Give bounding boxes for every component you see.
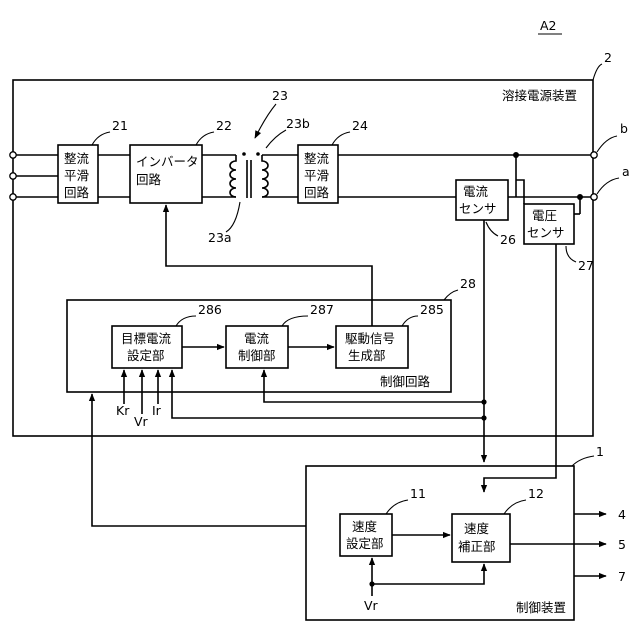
welding-power-supply-leader (593, 64, 602, 80)
figure-label: A2 (540, 18, 557, 33)
rectifier-21-leader (92, 132, 110, 145)
arrow-voltage-sensor-down (484, 244, 556, 492)
speed-setting-ref: 11 (410, 486, 426, 501)
arrow-vr-12 (372, 564, 484, 584)
rectifier-24-leader (332, 132, 350, 145)
control-circuit-title: 制御回路 (380, 374, 431, 389)
input-kr: Kr (116, 403, 130, 418)
control-device-leader (572, 456, 594, 466)
control-circuit-ref: 28 (460, 276, 476, 291)
rectifier-24-line1: 整流 (304, 151, 330, 166)
transformer-23-leader (255, 104, 276, 138)
arrow-285-inverter (166, 205, 372, 326)
terminal-a-leader (597, 178, 619, 194)
voltage-sensor-leader (566, 246, 576, 262)
inverter-22-ref: 22 (216, 118, 232, 133)
output-7: 7 (618, 569, 626, 584)
arrow-ir-286 (172, 370, 484, 418)
terminal-b-leader (597, 136, 617, 152)
rectifier-21-line3: 回路 (64, 185, 90, 200)
output-4: 4 (618, 507, 626, 522)
speed-setting-line1: 速度 (352, 519, 378, 534)
target-current-leader (176, 316, 196, 326)
terminal-b-label: b (620, 121, 628, 136)
vs-tap-b-2 (516, 180, 524, 204)
target-current-ref: 286 (198, 302, 222, 317)
terminal-b (591, 152, 597, 158)
speed-correction-ref: 12 (528, 486, 544, 501)
welding-power-supply-frame (13, 80, 593, 436)
welding-power-supply-title: 溶接電源装置 (502, 88, 577, 103)
control-device-vr-label: Vr (364, 598, 379, 613)
rectifier-21-line2: 平滑 (64, 168, 89, 183)
transformer-23-ref: 23 (272, 88, 288, 103)
inverter-22-line1: インバータ (136, 154, 199, 169)
control-device-title: 制御装置 (516, 600, 566, 615)
control-circuit-leader (444, 290, 458, 300)
rectifier-24-line3: 回路 (304, 185, 330, 200)
input-lines (16, 155, 58, 197)
rectifier-21-line1: 整流 (64, 151, 90, 166)
speed-correction-line1: 速度 (464, 521, 490, 536)
input-vr: Vr (134, 414, 149, 429)
transformer-23b-leader (266, 130, 286, 148)
current-sensor-line1: 電流 (463, 184, 489, 199)
transformer-23 (230, 152, 268, 198)
input-ir: Ir (152, 403, 162, 418)
target-current-line1: 目標電流 (121, 331, 172, 346)
current-control-line2: 制御部 (238, 348, 276, 363)
voltage-sensor-ref: 27 (578, 258, 594, 273)
current-control-ref: 287 (310, 302, 334, 317)
inverter-22-line2: 回路 (136, 172, 162, 187)
current-sensor-leader (486, 222, 498, 236)
drive-signal-ref: 285 (420, 302, 444, 317)
welding-power-supply-ref: 2 (604, 50, 612, 65)
current-control-line1: 電流 (244, 331, 270, 346)
output-5: 5 (618, 537, 626, 552)
target-current-line2: 設定部 (127, 348, 165, 363)
transformer-23b-ref: 23b (286, 116, 310, 131)
rectifier-24-line2: 平滑 (304, 168, 329, 183)
drive-signal-line1: 駆動信号 (345, 331, 395, 346)
rectifier-21-ref: 21 (112, 118, 128, 133)
voltage-sensor-line1: 電圧 (532, 208, 557, 223)
transformer-23a-leader (226, 202, 240, 232)
current-control-leader (282, 316, 308, 326)
transformer-23a-ref: 23a (208, 230, 232, 245)
current-sensor-ref: 26 (500, 232, 516, 247)
speed-correction-leader (504, 500, 526, 514)
terminal-a-label: a (622, 164, 630, 179)
speed-setting-leader (386, 500, 408, 514)
speed-correction-line2: 補正部 (458, 539, 496, 554)
control-device-ref: 1 (596, 444, 604, 459)
speed-setting-line2: 設定部 (346, 536, 384, 551)
voltage-sensor-line2: センサ (527, 225, 565, 240)
current-sensor-line2: センサ (459, 201, 497, 216)
drive-signal-line2: 生成部 (348, 348, 386, 363)
drive-signal-leader (402, 316, 418, 326)
rectifier-24-ref: 24 (352, 118, 368, 133)
inverter-22-leader (196, 132, 214, 145)
terminal-a (591, 194, 597, 200)
